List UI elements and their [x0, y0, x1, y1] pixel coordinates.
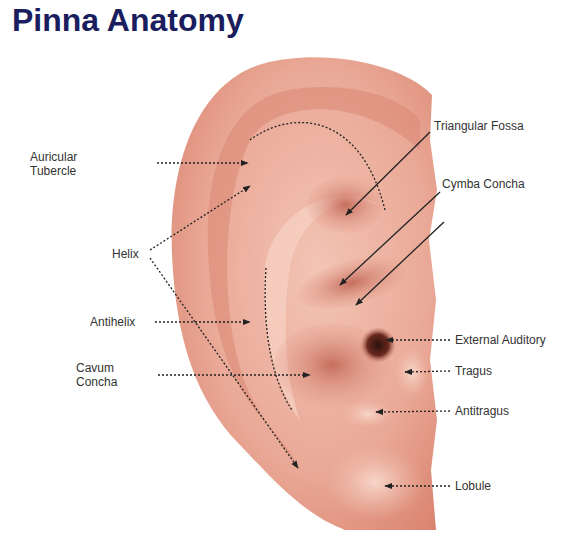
part-label: Cymba Concha: [442, 177, 525, 191]
part-label: Tragus: [455, 364, 492, 378]
part-label: Triangular Fossa: [434, 119, 524, 133]
part-label: Helix: [112, 247, 139, 261]
part-label: External Auditory: [455, 333, 546, 347]
part-label: Auricular Tubercle: [30, 150, 110, 178]
part-label: Antihelix: [90, 315, 135, 329]
part-label: Antitragus: [455, 404, 509, 418]
part-label: Cavum Concha: [76, 361, 156, 389]
page-title: Pinna Anatomy: [12, 2, 244, 39]
part-label: Lobule: [455, 479, 491, 493]
